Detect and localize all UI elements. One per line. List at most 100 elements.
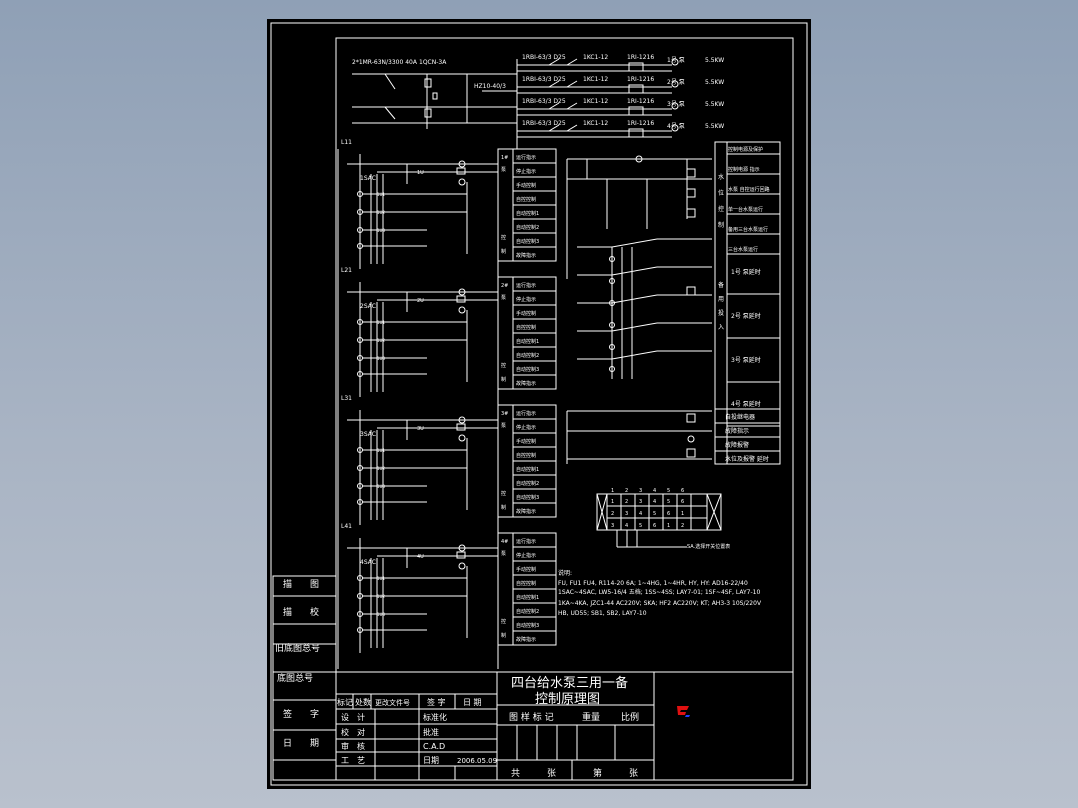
left-label-column: 描 图 描 校 旧底图总号 底图总号 签 字 日 期	[272, 575, 337, 781]
wire-label: 1U2	[377, 466, 385, 471]
standby-side-label: 入	[718, 324, 724, 331]
block-selector-label: 4SAC	[360, 559, 376, 566]
function-table-cell: 运行指示	[516, 410, 536, 417]
left-label-old-base: 旧底图总号	[275, 642, 320, 654]
right-header-cell: 控制电源及保护	[728, 146, 763, 153]
bottom-row-label: 故障指示	[725, 427, 749, 435]
switch-table-cell: 6	[667, 511, 670, 517]
function-table-cell: 自动控制1	[516, 594, 539, 601]
switch-table-cell: 5	[653, 511, 656, 517]
attr-weight: 重量	[582, 711, 600, 723]
function-table-cell: 手动控制	[516, 182, 536, 189]
terminal-circle	[609, 300, 615, 306]
timer-label: 2号 泵延时	[731, 312, 761, 320]
block-side-zhi: 制	[501, 632, 506, 639]
field-approve: 批准	[423, 727, 439, 737]
contactor-label: 1KC1-12	[583, 76, 608, 83]
switch-table-cell: 1	[611, 499, 614, 505]
relay-label: 1RI-1216	[627, 120, 654, 127]
function-table-cell: 自动控制2	[516, 224, 539, 231]
schematic-svg: 描 图 描 校 旧底图总号 底图总号 签 字 日 期 2*1MR-63N/330…	[270, 22, 808, 786]
function-table-cell: 自动控制2	[516, 608, 539, 615]
block-side-label: 1#	[501, 155, 508, 161]
thermal-relay	[628, 106, 644, 116]
switch-table-cell: 6	[653, 523, 656, 529]
block-node-label: 2U	[417, 298, 424, 304]
pump-label: 1号 泵	[667, 57, 685, 64]
notes-block: 说明: FU, FU1 FU4, R114-20 6A; 1~4HG, 1~4H…	[558, 569, 762, 617]
function-table-cell: 手动控制	[516, 566, 536, 573]
bottom-row-label: 水位及报警 延时	[725, 455, 769, 463]
coil	[686, 448, 696, 458]
hdr-mark: 标记	[337, 697, 353, 707]
right-header-cell: 控制电源 指示	[728, 166, 760, 173]
thermal-relay	[628, 62, 644, 72]
field-cad: C.A.D	[423, 742, 445, 751]
timer-label: 4号 泵延时	[731, 400, 761, 408]
function-table-cell: 故障指示	[516, 252, 536, 259]
function-table-cell: 停止指示	[516, 424, 536, 431]
terminal-circle	[609, 366, 615, 372]
switch-table-cell: 6	[681, 499, 684, 505]
standby-side-label: 备	[718, 281, 724, 289]
function-table-cell: 自动控制3	[516, 238, 539, 245]
power-label: 5.5KW	[705, 57, 724, 64]
function-table-cell: 运行指示	[516, 154, 536, 161]
motor-symbol	[671, 124, 679, 132]
drawing-sheet: 描 图 描 校 旧底图总号 底图总号 签 字 日 期 2*1MR-63N/330…	[267, 19, 811, 789]
left-label-draw: 描 图	[283, 578, 319, 590]
wire-label: 1U1	[377, 320, 385, 325]
function-table-cell: 停止指示	[516, 168, 536, 175]
date-value: 2006.05.09	[457, 757, 497, 765]
contactor-label: 1KC1-12	[583, 98, 608, 105]
drawing-title-line-2: 控制原理图	[535, 692, 600, 707]
relay-label: 1RI-1216	[627, 98, 654, 105]
run-lamp	[458, 160, 466, 168]
block-node-label: 1U	[417, 170, 424, 176]
sheet-total-label: 共	[511, 768, 520, 779]
function-table-cell: 运行指示	[516, 538, 536, 545]
motor-symbol	[671, 58, 679, 66]
coil	[456, 295, 466, 303]
motor-symbol	[671, 80, 679, 88]
right-header-cell: 备用三台水泵运行	[728, 226, 768, 233]
right-header-cell: 单一台水泵运行	[728, 206, 763, 213]
run-lamp	[458, 416, 466, 424]
right-side-label: 控	[718, 205, 724, 213]
switch-table-header: 2	[625, 488, 628, 494]
hdr-count: 处数	[355, 697, 371, 707]
block-side-label: 2#	[501, 283, 508, 289]
function-table-cell: 自动控制3	[516, 622, 539, 629]
switch-table-cell: 4	[625, 523, 628, 529]
standby-side-label: 投	[718, 309, 724, 317]
switch-table-cell: 4	[653, 499, 656, 505]
control-description-table	[714, 141, 781, 465]
block-line-label: L41	[341, 523, 352, 530]
run-lamp	[458, 544, 466, 552]
bottom-row-label: 故障报警	[725, 441, 749, 449]
right-side-label: 制	[718, 221, 724, 229]
thermal-relay	[628, 84, 644, 94]
function-table-cell: 自动控制3	[516, 494, 539, 501]
function-table-cell: 运行指示	[516, 282, 536, 289]
contactor-label: 1KC1-12	[583, 54, 608, 61]
coil	[456, 551, 466, 559]
right-side-label: 水	[718, 173, 724, 181]
function-table-cell: 自动控制2	[516, 352, 539, 359]
wire-label: 1U2	[377, 338, 385, 343]
block-node-label: 3U	[417, 426, 424, 432]
hdr-date: 日 期	[463, 698, 482, 707]
wire-label: 1U3	[377, 484, 385, 489]
block-side-ctrl: 控	[501, 234, 506, 241]
switch-table-cell: 2	[625, 499, 628, 505]
pump-block: L313SAC3U1U11U21U33#泵控制运行指示停止指示手动控制自控控制自…	[341, 395, 557, 525]
notes-title: 说明:	[558, 569, 572, 577]
power-label: 5.5KW	[705, 79, 724, 86]
block-line-label: L21	[341, 267, 352, 274]
role-review: 审 核	[341, 741, 365, 751]
terminal-circle	[609, 278, 615, 284]
bottom-row-label: 自投继电器	[725, 413, 755, 421]
attr-scale: 比例	[621, 711, 639, 723]
